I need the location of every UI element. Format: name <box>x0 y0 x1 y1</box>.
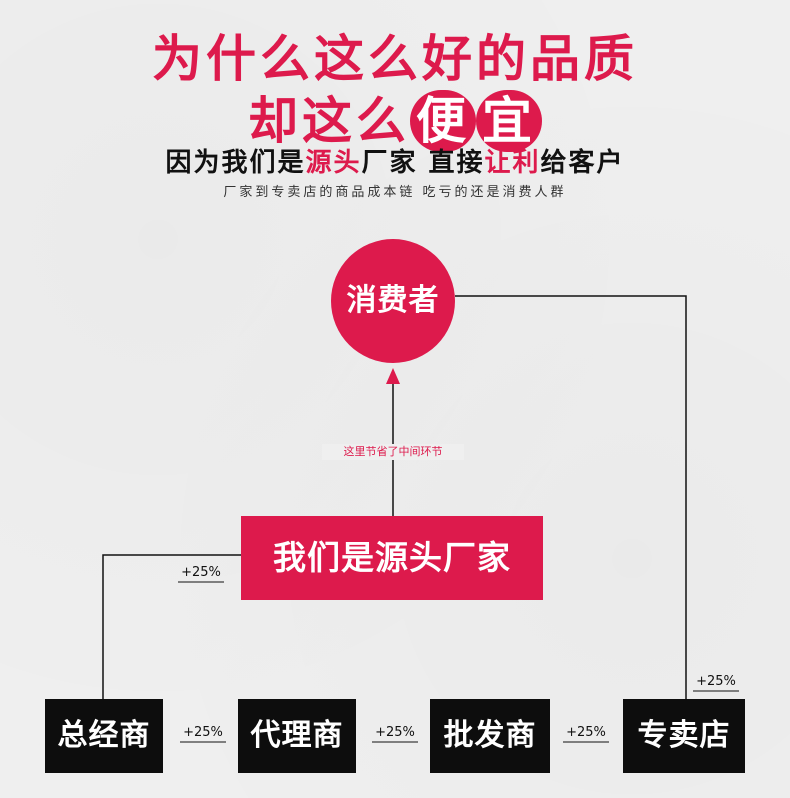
markup-label-agent: +25% <box>375 725 415 740</box>
tagline-part-3: 给客户 <box>540 148 625 178</box>
node-store: 专卖店 <box>623 699 745 773</box>
markup-label-wholesaler: +25% <box>566 725 606 740</box>
markup-label-distributor: +25% <box>183 725 223 740</box>
tagline: 因为我们是源头厂家 直接让利给客户 <box>0 146 790 180</box>
factory-box: 我们是源头厂家 <box>241 516 543 600</box>
tagline-red-1: 源头 <box>305 148 362 178</box>
markup-label-factory: +25% <box>181 565 221 580</box>
subtitle: 厂家到专卖店的商品成本链 吃亏的还是消费人群 <box>223 185 567 200</box>
store-to-consumer-line <box>455 295 687 699</box>
node-wholesaler: 批发商 <box>430 699 550 773</box>
tagline-part-2: 厂家 直接 <box>361 148 485 178</box>
headline-prefix: 却这么 <box>248 92 410 150</box>
headline-line-2: 却这么便宜 <box>0 90 790 152</box>
tagline-red-2: 让利 <box>484 148 541 178</box>
headline-highlight-1: 便 <box>410 90 476 152</box>
headline-highlight-2: 宜 <box>476 90 542 152</box>
headline-line-1: 为什么这么好的品质 <box>152 30 638 88</box>
arrow-up-icon <box>386 368 400 384</box>
consumer-circle: 消费者 <box>331 239 455 363</box>
saved-note: 这里节省了中间环节 <box>322 444 464 460</box>
markup-label-store: +25% <box>696 674 736 689</box>
node-agent: 代理商 <box>238 699 356 773</box>
factory-to-distributor-line <box>102 554 241 699</box>
tagline-part-1: 因为我们是 <box>165 148 306 178</box>
node-distributor: 总经商 <box>45 699 163 773</box>
